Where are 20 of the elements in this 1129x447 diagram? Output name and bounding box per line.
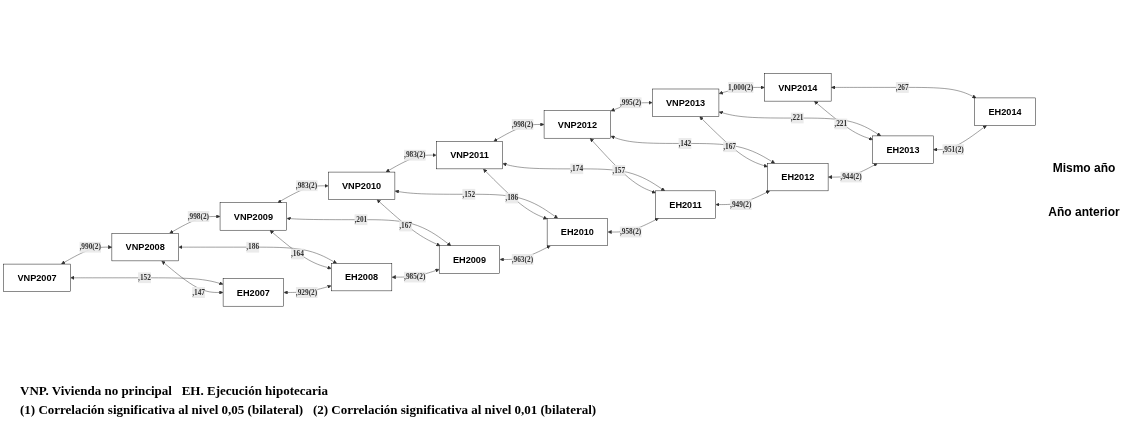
node-box: EH2010 xyxy=(546,218,608,247)
footnote: (1) Correlación significativa al nivel 0,05 (bilateral) (2) Correlación significativa al nivel 0,01 (bilateral) xyxy=(20,402,598,418)
row-label: Año anterior xyxy=(1047,205,1121,219)
node-box: EH2011 xyxy=(655,190,716,219)
node-box: VNP2007 xyxy=(3,263,71,292)
node-box: VNP2012 xyxy=(543,110,611,139)
node-box: VNP2011 xyxy=(436,141,503,170)
node-box: EH2014 xyxy=(974,97,1036,126)
footnote: VNP. Vivienda no principal EH. Ejecución hipotecaria xyxy=(20,383,329,399)
node-box: VNP2013 xyxy=(652,88,720,117)
node-box: VNP2014 xyxy=(764,73,832,102)
node-box: EH2012 xyxy=(767,163,829,192)
node-box: EH2013 xyxy=(872,135,934,164)
node-box: VNP2010 xyxy=(328,171,396,200)
node-box: EH2009 xyxy=(438,245,500,274)
node-box: EH2007 xyxy=(222,278,284,307)
node-box: VNP2008 xyxy=(111,233,179,262)
node-box: EH2008 xyxy=(331,263,393,292)
node-box: VNP2009 xyxy=(219,202,287,231)
row-label: Mismo año xyxy=(1051,161,1117,175)
